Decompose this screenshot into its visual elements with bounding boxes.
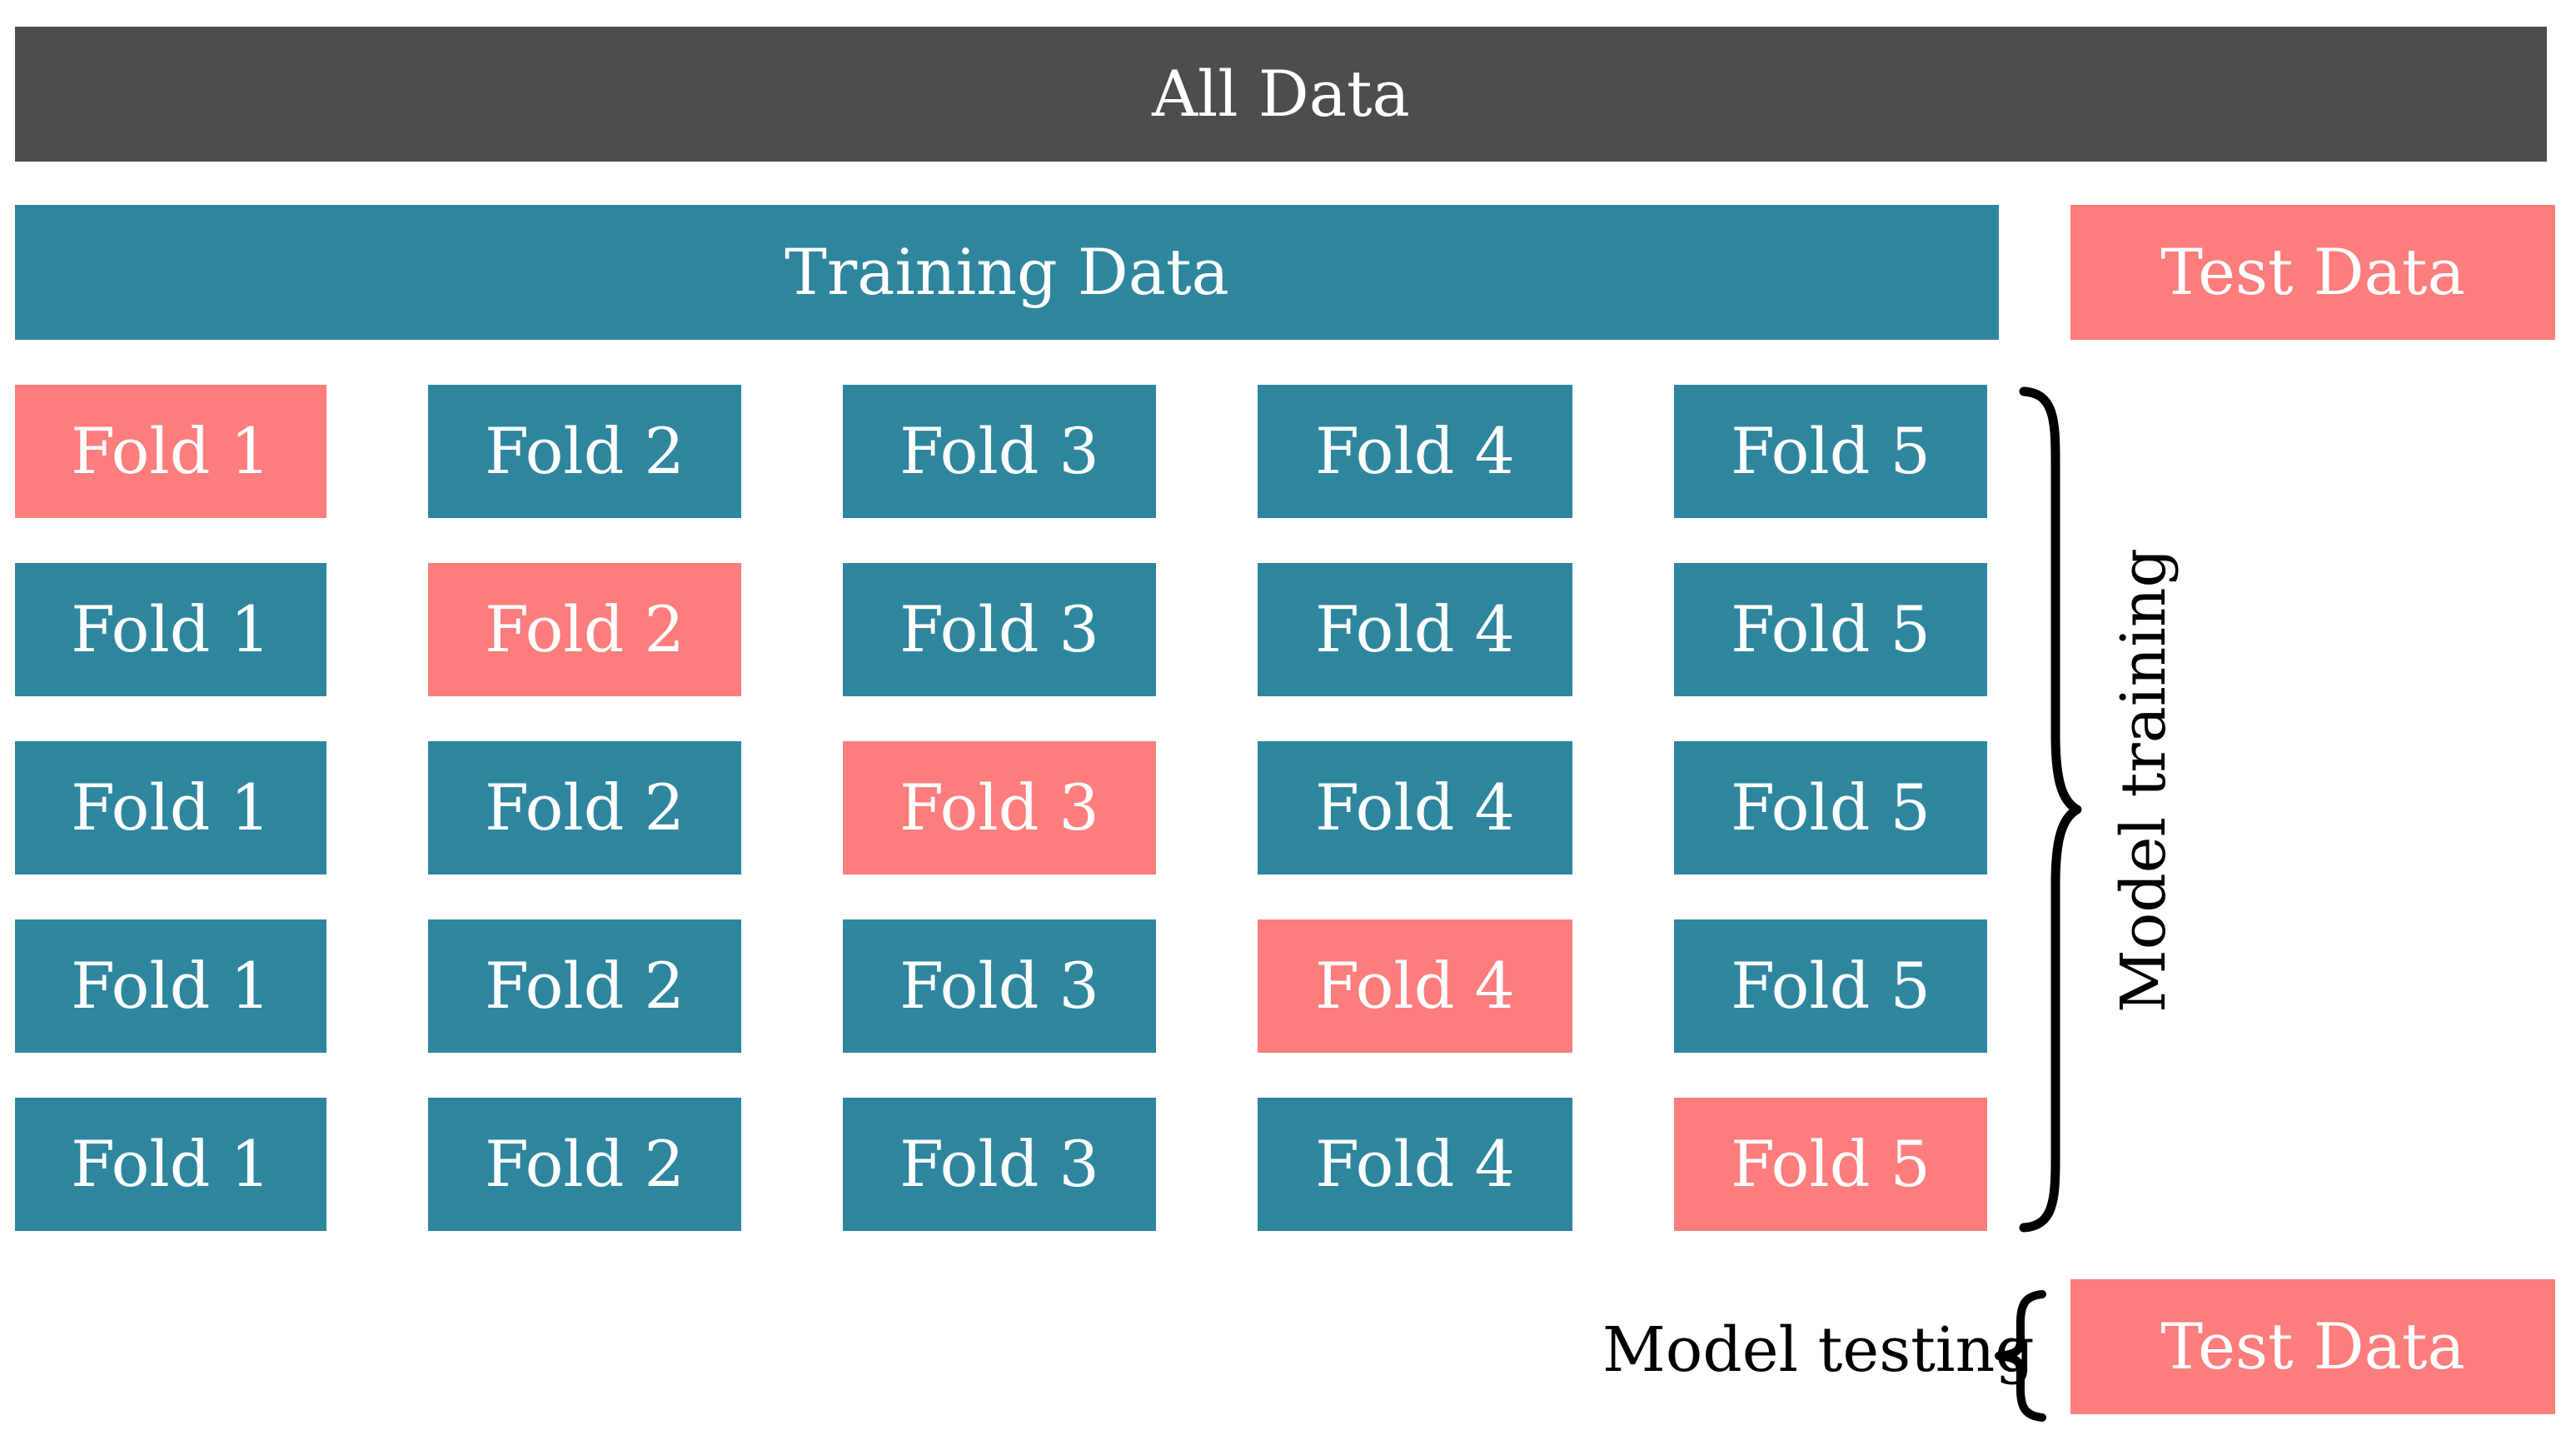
fold-cell-r5-c1: Fold 1 [15, 1098, 326, 1231]
test-data-top-label: Test Data [2160, 235, 2465, 309]
fold-cell-r2-c3: Fold 3 [843, 563, 1156, 696]
fold-cell-r3-c2: Fold 2 [428, 741, 741, 874]
fold-label: Fold 2 [485, 1127, 685, 1201]
fold-label: Fold 5 [1731, 949, 1931, 1023]
fold-cell-r3-c4: Fold 4 [1258, 741, 1572, 874]
all-data-bar: All Data [15, 27, 2547, 162]
fold-cell-r4-c1: Fold 1 [15, 919, 326, 1053]
fold-label: Fold 1 [71, 770, 271, 845]
fold-label: Fold 5 [1731, 414, 1931, 488]
fold-cell-r2-c5: Fold 5 [1674, 563, 1987, 696]
fold-label: Fold 2 [485, 949, 685, 1023]
model-testing-label: Model testing [1602, 1314, 2035, 1386]
fold-label: Fold 4 [1315, 1127, 1515, 1201]
fold-cell-r1-c4: Fold 4 [1258, 385, 1572, 518]
fold-cell-r1-c2: Fold 2 [428, 385, 741, 518]
fold-cell-r4-c4: Fold 4 [1258, 919, 1572, 1053]
model-testing-brace [1995, 1290, 2046, 1422]
fold-cell-r4-c2: Fold 2 [428, 919, 741, 1053]
fold-label: Fold 2 [485, 414, 685, 488]
fold-label: Fold 1 [71, 592, 271, 666]
fold-label: Fold 5 [1731, 1127, 1931, 1201]
fold-cell-r3-c1: Fold 1 [15, 741, 326, 874]
fold-cell-r1-c1: Fold 1 [15, 385, 326, 518]
fold-cell-r3-c5: Fold 5 [1674, 741, 1987, 874]
fold-cell-r5-c5: Fold 5 [1674, 1098, 1987, 1231]
test-data-top-bar: Test Data [2070, 205, 2555, 340]
fold-label: Fold 4 [1315, 592, 1515, 666]
fold-label: Fold 1 [71, 949, 271, 1023]
fold-cell-r5-c4: Fold 4 [1258, 1098, 1572, 1231]
fold-cell-r1-c3: Fold 3 [843, 385, 1156, 518]
fold-label: Fold 3 [899, 414, 1099, 488]
fold-label: Fold 4 [1315, 949, 1515, 1023]
training-data-bar: Training Data [15, 205, 1999, 340]
fold-label: Fold 2 [485, 592, 685, 666]
fold-label: Fold 5 [1731, 592, 1931, 666]
fold-label: Fold 5 [1731, 770, 1931, 845]
test-data-bottom-label: Test Data [2160, 1309, 2465, 1383]
training-data-label: Training Data [785, 235, 1229, 309]
model-training-label: Model training [2108, 548, 2180, 1013]
fold-label: Fold 3 [899, 770, 1099, 845]
fold-label: Fold 4 [1315, 414, 1515, 488]
fold-cell-r5-c3: Fold 3 [843, 1098, 1156, 1231]
fold-label: Fold 3 [899, 949, 1099, 1023]
fold-label: Fold 4 [1315, 770, 1515, 845]
fold-cell-r5-c2: Fold 2 [428, 1098, 741, 1231]
test-data-bottom-bar: Test Data [2070, 1279, 2555, 1414]
fold-cell-r3-c3: Fold 3 [843, 741, 1156, 874]
fold-cell-r2-c2: Fold 2 [428, 563, 741, 696]
fold-cell-r4-c3: Fold 3 [843, 919, 1156, 1053]
fold-label: Fold 3 [899, 1127, 1099, 1201]
fold-label: Fold 2 [485, 770, 685, 845]
model-training-brace [2019, 386, 2082, 1233]
fold-cell-r2-c1: Fold 1 [15, 563, 326, 696]
fold-cell-r1-c5: Fold 5 [1674, 385, 1987, 518]
fold-label: Fold 1 [71, 414, 271, 488]
fold-cell-r2-c4: Fold 4 [1258, 563, 1572, 696]
fold-label: Fold 1 [71, 1127, 271, 1201]
fold-label: Fold 3 [899, 592, 1099, 666]
all-data-label: All Data [1152, 57, 1410, 131]
fold-cell-r4-c5: Fold 5 [1674, 919, 1987, 1053]
